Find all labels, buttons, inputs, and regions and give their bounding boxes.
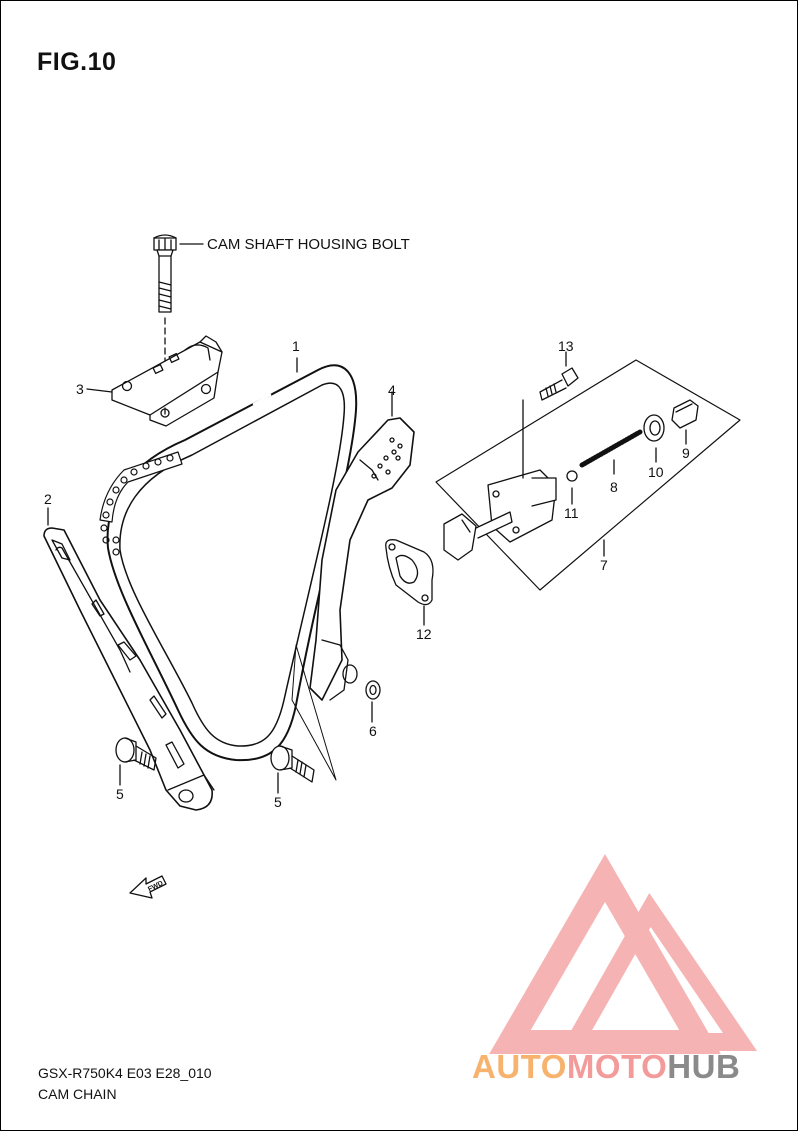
part-12-gasket (385, 539, 434, 626)
callout-11: 11 (564, 505, 579, 521)
watermark-part-hub: HUB (667, 1048, 741, 1085)
callout-3: 3 (76, 381, 84, 397)
callout-8: 8 (610, 479, 618, 495)
watermark-text: AUTOMOTOHUB (472, 1048, 740, 1086)
part-5-pivot-bolt-left (115, 737, 157, 786)
part-3-chain-guide-holder (86, 335, 223, 427)
watermark-part-moto: MOTO (566, 1048, 668, 1085)
part-6-washer (365, 680, 381, 723)
callout-12: 12 (416, 626, 432, 642)
callout-9: 9 (682, 445, 690, 461)
callout-1: 1 (292, 338, 300, 354)
fwd-arrow-icon (129, 875, 167, 899)
part-9-cap-bolt (671, 399, 699, 445)
callout-5-right: 5 (274, 794, 282, 810)
bolt-label: CAM SHAFT HOUSING BOLT (207, 236, 410, 253)
part-2-chain-guide (43, 507, 215, 811)
watermark-part-auto: AUTO (472, 1048, 567, 1085)
callout-7: 7 (600, 557, 608, 573)
part-11-ball (566, 470, 578, 505)
footer-diagram-name: CAM CHAIN (38, 1086, 117, 1102)
part-5-pivot-bolt-right (270, 745, 315, 794)
callout-5-left: 5 (116, 786, 124, 802)
callout-2: 2 (44, 491, 52, 507)
part-13-bolt (539, 351, 579, 401)
part-7-tensioner-adjuster-box (435, 359, 741, 591)
callout-10: 10 (648, 464, 664, 480)
callout-4: 4 (388, 382, 396, 398)
figure-title: FIG.10 (37, 48, 117, 76)
part-8-spring (579, 429, 643, 475)
watermark-logo (489, 854, 758, 1054)
footer-model-code: GSX-R750K4 E03 E28_010 (38, 1065, 212, 1081)
pivot-reference-line (291, 644, 337, 781)
callout-13: 13 (558, 338, 574, 354)
callout-6: 6 (369, 723, 377, 739)
part-4-tensioner-guide (309, 391, 415, 701)
part-10-gasket-washer (643, 414, 665, 463)
